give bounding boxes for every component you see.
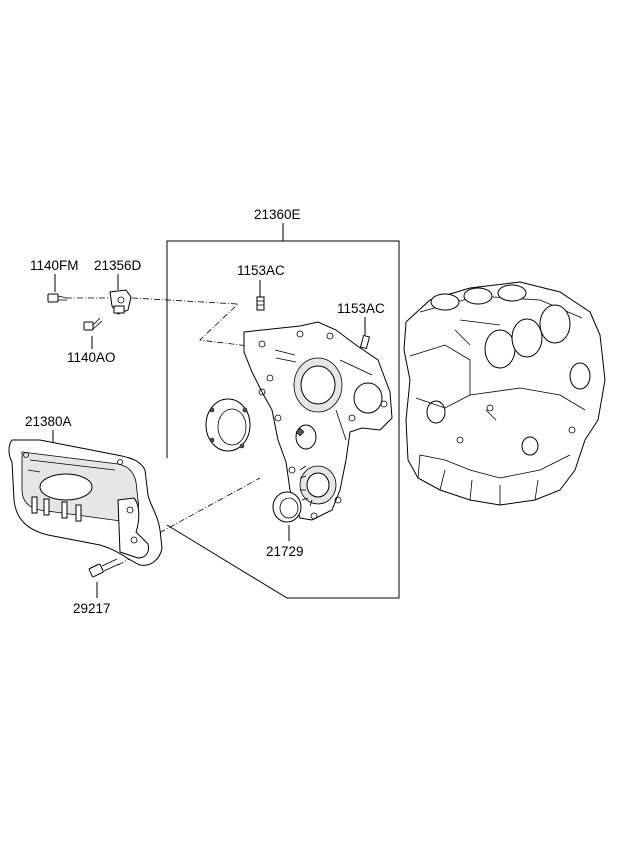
label-21360E: 21360E [254, 207, 301, 222]
pin-1153AC-upper-drawing [256, 296, 265, 311]
label-1140AO: 1140AO [67, 350, 116, 365]
pump-cover-plate-drawing [205, 398, 251, 452]
label-1140FM: 1140FM [30, 258, 79, 273]
bolt-1140FM-drawing [47, 293, 68, 303]
label-1153AC-upper: 1153AC [237, 263, 285, 278]
alignment-line-cover [149, 477, 261, 539]
engine-block-drawing [403, 281, 606, 506]
bracket-21356D-drawing [109, 289, 132, 315]
label-21356D: 21356D [94, 258, 142, 273]
oil-seal-drawing [272, 491, 302, 523]
alignment-line-bracket [131, 297, 249, 347]
label-21729: 21729 [266, 544, 304, 559]
timing-belt-cover-drawing [8, 439, 163, 566]
label-21380A: 21380A [25, 414, 72, 429]
bolt-29217-drawing [88, 558, 120, 578]
pin-1153AC-right-drawing [359, 334, 371, 350]
label-29217: 29217 [73, 601, 111, 616]
label-1153AC-right: 1153AC [337, 301, 385, 316]
bolt-1140AO-drawing [83, 317, 103, 331]
timing-chain-cover-drawing [243, 321, 393, 521]
assembly-bracket-line [166, 240, 400, 599]
